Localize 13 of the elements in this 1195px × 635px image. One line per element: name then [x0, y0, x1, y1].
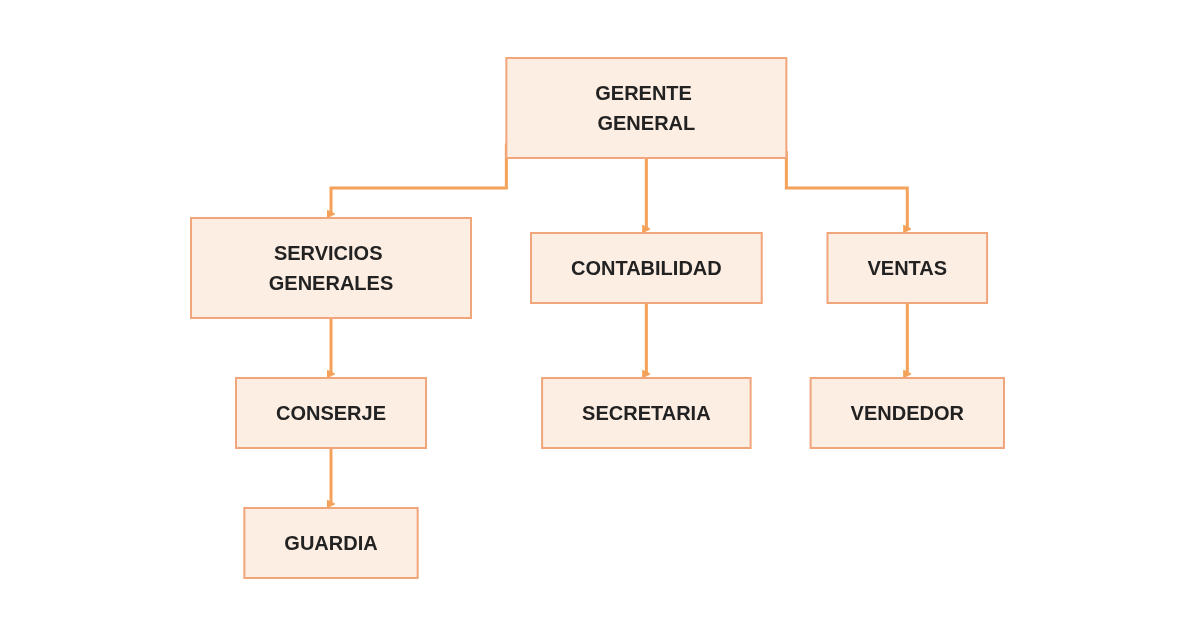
- arrow: [326, 447, 336, 508]
- arrow: [326, 317, 336, 378]
- arrow: [641, 157, 651, 233]
- node-box: GERENTE GENERAL: [505, 56, 788, 159]
- node-box: VENDEDOR: [809, 376, 1005, 449]
- arrow: [641, 302, 651, 378]
- node-box: VENTAS: [826, 231, 989, 304]
- node-box: SECRETARIA: [541, 376, 752, 449]
- node-box: CONSERJE: [235, 376, 427, 449]
- arrow: [902, 302, 912, 378]
- node-box: SERVICIOS GENERALES: [190, 216, 472, 319]
- node-box: CONTABILIDAD: [530, 231, 763, 304]
- node-box: GUARDIA: [243, 506, 419, 579]
